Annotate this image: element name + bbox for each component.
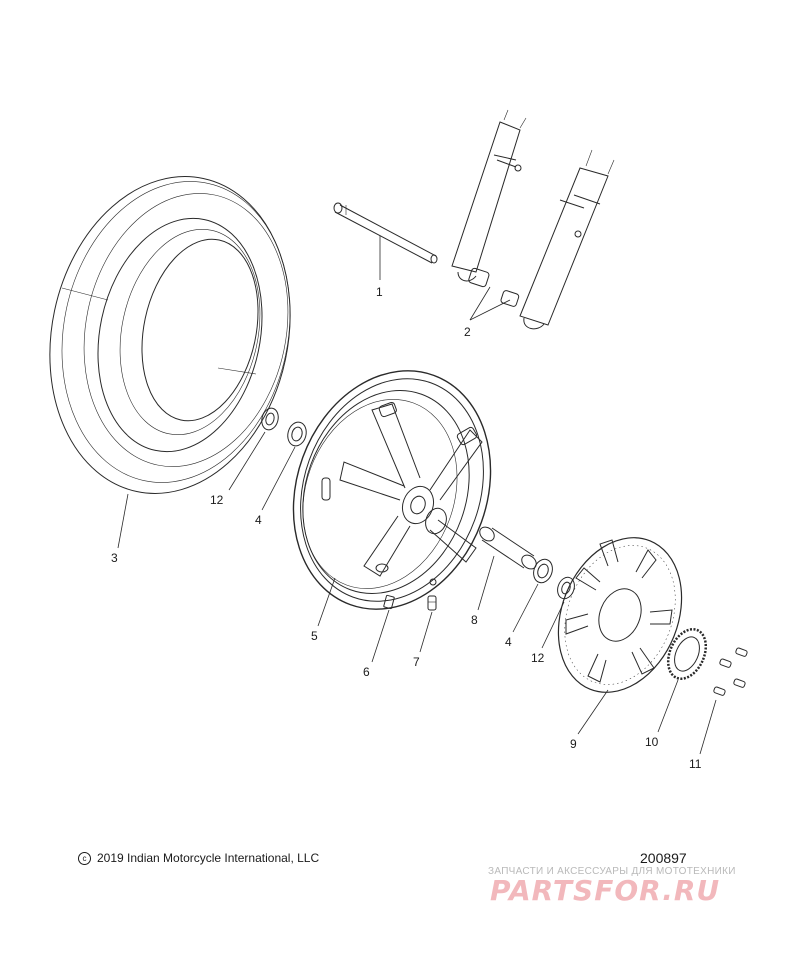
leader-12a <box>228 431 266 491</box>
balance-weight <box>383 594 395 610</box>
copyright-notice: c 2019 Indian Motorcycle International, L… <box>78 851 319 865</box>
leader-10 <box>657 679 679 733</box>
leader-12b <box>541 601 565 649</box>
leader-6 <box>371 609 390 663</box>
callout-7: 7 <box>413 655 420 669</box>
leader-11 <box>699 699 717 755</box>
leader-lines <box>117 236 717 755</box>
callout-1: 1 <box>376 285 383 299</box>
callout-4-left: 4 <box>255 513 262 527</box>
tone-ring <box>666 628 708 680</box>
leader-9 <box>577 689 609 735</box>
leader-8 <box>477 555 495 611</box>
bearing-left <box>287 421 307 447</box>
leader-3 <box>117 493 129 549</box>
spacer-tube <box>479 526 537 570</box>
copyright-text: 2019 Indian Motorcycle International, LL… <box>97 851 320 865</box>
leader-7 <box>419 611 433 653</box>
axle <box>333 202 438 264</box>
watermark-tagline: ЗАПЧАСТИ И АКСЕССУАРЫ ДЛЯ МОТОТЕХНИКИ <box>488 866 736 877</box>
leader-2b <box>469 286 491 321</box>
leader-2a <box>469 299 511 321</box>
leader-4b <box>512 583 539 633</box>
seal-left <box>261 407 279 431</box>
tire <box>49 176 291 494</box>
fork-right-leg <box>519 149 615 330</box>
fork-left-leg <box>451 109 527 282</box>
callout-2: 2 <box>464 325 471 339</box>
bearing-right <box>533 558 553 584</box>
seal-right <box>557 576 575 600</box>
callout-10: 10 <box>645 735 659 749</box>
leader-4a <box>261 446 296 511</box>
brake-disc <box>557 537 683 693</box>
callout-8: 8 <box>471 613 478 627</box>
callout-6: 6 <box>363 665 370 679</box>
axle-spacers <box>468 267 520 307</box>
wheel-rim <box>292 370 492 610</box>
callout-12-right: 12 <box>531 651 545 665</box>
callout-numbers: 1 2 3 4 5 6 7 8 4 9 10 11 12 12 <box>111 285 702 771</box>
callout-4-right: 4 <box>505 635 512 649</box>
callout-12-left: 12 <box>210 493 224 507</box>
copyright-symbol: c <box>78 852 91 865</box>
callout-9: 9 <box>570 737 577 751</box>
drawing-number: 200897 <box>640 850 687 866</box>
callout-11: 11 <box>689 757 702 771</box>
callout-3: 3 <box>111 551 118 565</box>
disc-bolts <box>713 647 748 696</box>
valve-stem <box>427 578 437 611</box>
watermark-logo: PARTSFOR.RU <box>490 874 721 907</box>
leader-5 <box>317 577 336 627</box>
callout-5: 5 <box>311 629 318 643</box>
